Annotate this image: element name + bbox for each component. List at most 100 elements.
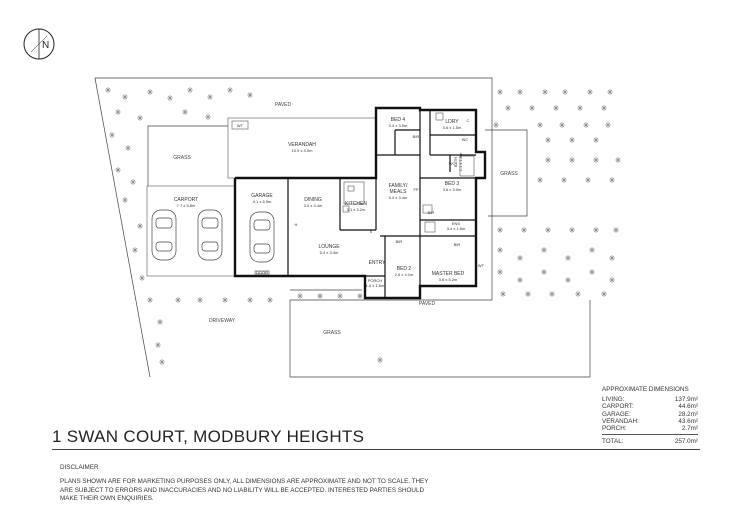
wt-top-label: WT: [237, 123, 244, 128]
garage-door-label-box: [254, 270, 270, 275]
shrub-icon: [297, 293, 303, 299]
shrub-icon: [182, 109, 188, 115]
disclaimer: DISCLAIMER PLANS SHOWN ARE FOR MARKETING…: [60, 464, 440, 503]
dimensions-panel: APPROXIMATE DIMENSIONS LIVING: 137.9m² C…: [602, 386, 698, 446]
shrub-icon: [493, 122, 499, 128]
shrub-icon: [109, 132, 115, 138]
shrub-icon: [147, 297, 153, 303]
bed4-size: 3.4 x 3.5m: [389, 123, 408, 128]
bed3-name: BED 3: [445, 181, 460, 187]
shrub-icon: [377, 357, 383, 363]
master-bed-size: 3.6 x 5.2m: [439, 277, 458, 282]
garden-trees: [105, 87, 621, 365]
shrub-icon: [521, 227, 527, 233]
shrub-icon: [130, 179, 136, 185]
shrub-icon: [132, 247, 138, 253]
carport-name: CARPORT: [174, 197, 198, 203]
carport-size: 7.7 x 5.8m: [177, 203, 196, 208]
lounge-name: LOUNGE: [318, 244, 340, 250]
bath-basin: [422, 204, 433, 214]
shrub-icon: [583, 122, 589, 128]
grass-left-label: GRASS: [173, 155, 191, 161]
dimension-label: CARPORT:: [602, 403, 634, 411]
dimension-row: VERANDAH: 43.6m²: [602, 418, 698, 425]
shrub-icon: [497, 227, 503, 233]
family-name: FAMILY/: [389, 183, 408, 189]
shrub-icon: [357, 293, 363, 299]
dimension-value: 137.9m²: [674, 396, 698, 403]
shrub-icon: [609, 277, 615, 283]
dimension-label: PORCH:: [602, 425, 627, 433]
dimension-value: 44.6m²: [678, 403, 698, 411]
fireplace-label: FP: [413, 187, 418, 192]
wc-label: WC: [449, 161, 456, 166]
shrub-icon: [545, 227, 551, 233]
grass-bottom-label: GRASS: [323, 330, 341, 336]
shrub-icon: [139, 275, 145, 281]
dimension-value: 2.7m²: [681, 425, 698, 433]
bed2-name: BED 2: [397, 266, 412, 272]
disclaimer-body: PLANS SHOWN ARE FOR MARKETING PURPOSES O…: [60, 478, 429, 502]
wt-right-label: WT: [478, 263, 485, 268]
bed4-name: BED 4: [391, 117, 406, 123]
grass-right-boundary: [485, 129, 528, 217]
shrub-icon: [569, 137, 575, 143]
garage-door-label: DOOR: [256, 270, 268, 275]
dimension-row: PORCH: 2.7m²: [602, 425, 698, 432]
shrub-icon: [545, 137, 551, 143]
family-name-2: MEALS: [390, 189, 408, 195]
shrub-icon: [569, 157, 575, 163]
linen-s-label: S: [370, 229, 373, 234]
dimension-total-label: TOTAL:: [602, 438, 624, 446]
compass-letter: N: [42, 40, 49, 51]
bath-name: BATH: [453, 157, 458, 167]
garage-car-icon: [249, 211, 275, 263]
kitchen-sink: [347, 185, 355, 192]
bed2-size: 2.6 x 4.1m: [395, 272, 414, 277]
shrub-icon: [605, 122, 611, 128]
shrub-icon: [542, 89, 548, 95]
kitchen-name: KITCHEN: [345, 201, 367, 207]
site-boundary: [95, 77, 591, 378]
porch-size: 1.6 x 1.6m: [366, 283, 385, 288]
dimension-total-row: TOTAL: 257.0m²: [602, 438, 698, 445]
shrub-icon: [537, 122, 543, 128]
shrub-icon: [505, 105, 511, 111]
kitchen-bench: [343, 181, 365, 205]
shrub-icon: [497, 89, 503, 95]
shrub-icon: [561, 177, 567, 183]
shrub-icon: [529, 105, 535, 111]
dimension-total-value: 257.0m²: [674, 438, 698, 446]
entry-name: ENTRY: [369, 260, 387, 266]
dimension-value: 28.2m²: [678, 410, 698, 418]
porch-name: PORCH: [368, 278, 383, 283]
property-title: 1 SWAN COURT, MODBURY HEIGHTS: [52, 427, 365, 446]
disclaimer-heading: DISCLAIMER: [60, 464, 99, 471]
shrub-icon: [137, 223, 143, 229]
driveway-label: DRIVEWAY: [209, 318, 236, 324]
dining-name: DINING: [304, 197, 322, 203]
garage-name: GARAGE: [251, 193, 273, 199]
master-bed-name: MASTER BED: [432, 271, 465, 277]
shrub-icon: [517, 89, 523, 95]
shrub-icon: [500, 291, 506, 297]
ensuite-name: ENS: [452, 221, 461, 226]
shrub-icon: [122, 197, 128, 203]
bir-bed4-label: BIR: [413, 134, 420, 139]
dimension-row: GARAGE: 28.2m²: [602, 411, 698, 418]
verandah-name: VERANDAH: [288, 142, 316, 148]
shrub-icon: [541, 269, 547, 275]
shrub-icon: [593, 157, 599, 163]
shrub-icon: [541, 247, 547, 253]
dimension-row: LIVING: 137.9m²: [602, 396, 698, 403]
shrub-icon: [609, 255, 615, 261]
shrub-icon: [247, 92, 253, 98]
shrub-icon: [155, 342, 161, 348]
ldry-c-label: C: [467, 118, 470, 123]
shrub-icon: [205, 114, 211, 120]
shrub-icon: [613, 227, 619, 233]
shrub-icon: [247, 297, 253, 303]
paved-bottom-label: PAVED: [419, 301, 436, 307]
shrub-icon: [517, 255, 523, 261]
